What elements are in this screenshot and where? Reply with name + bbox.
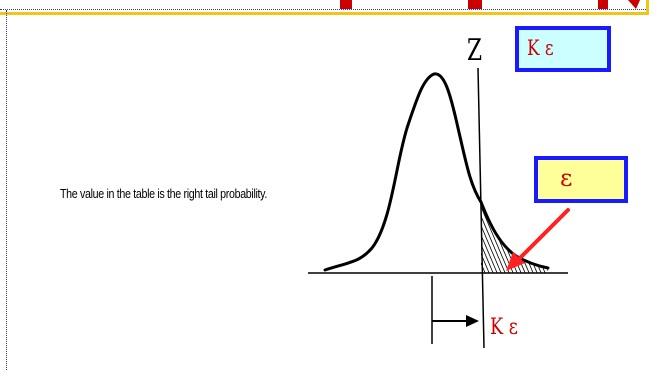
hatch-line <box>543 202 548 273</box>
k-epsilon-box-label: K ε <box>527 36 554 60</box>
epsilon-box: ε <box>534 156 628 203</box>
title-bar-frame <box>0 0 649 15</box>
k-epsilon-arrow <box>432 315 479 327</box>
table-note: The value in the table is the right tail… <box>60 186 267 201</box>
hatch-line <box>481 202 491 273</box>
dotted-rule <box>0 9 646 10</box>
z-label: Z <box>467 33 483 68</box>
hatch-line <box>481 202 483 273</box>
header-fragment <box>340 0 640 9</box>
epsilon-pointer-arrow <box>506 208 570 271</box>
k-epsilon-box: K ε <box>515 26 611 72</box>
k-epsilon-axis-label: K ε <box>490 315 518 340</box>
hatch-line <box>440 195 474 275</box>
hatch-line <box>481 202 495 273</box>
hatch-line <box>552 195 586 275</box>
hatch-line <box>481 202 503 273</box>
hatch-line <box>531 202 548 273</box>
hatch-line <box>556 195 590 275</box>
hatch-line <box>481 202 507 273</box>
left-dotted-border <box>6 10 7 370</box>
hatch-line <box>560 195 594 275</box>
hatch-line <box>481 202 499 273</box>
hatch-line <box>444 195 478 275</box>
hatch-line <box>547 202 548 273</box>
k-epsilon-line <box>477 67 485 349</box>
density-curve <box>323 72 550 272</box>
epsilon-box-label: ε <box>560 164 573 192</box>
